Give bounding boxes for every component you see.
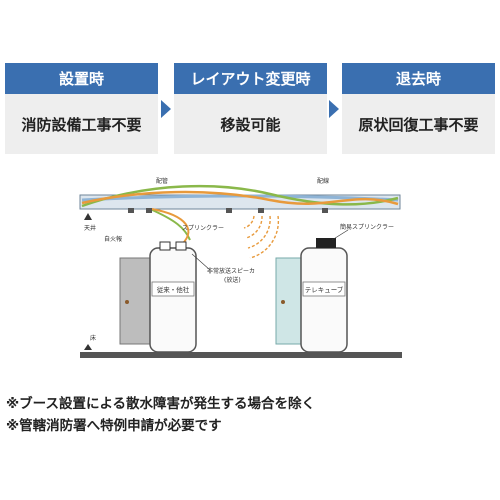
pipe-label: 配管	[156, 177, 168, 185]
step-install-title: 設置時	[5, 63, 158, 94]
simple-sprinkler-label: 簡易スプリンクラー	[340, 223, 394, 231]
step-move-out-body: 原状回復工事不要	[342, 94, 495, 154]
speaker-sound-icon	[243, 215, 280, 259]
installation-diagram: 天井 床 配管 配線 自火報 スプリンクラー 非常放送スピーカ (放送) 簡易ス…	[79, 177, 402, 358]
booth-right-label: テレキューブ	[305, 285, 344, 294]
booth-right-label-box	[302, 281, 346, 297]
step-install: 設置時 消防設備工事不要	[5, 63, 158, 154]
sprinkler-label: スプリンクラー	[182, 225, 224, 232]
speaker-label-sub: (放送)	[224, 276, 241, 284]
ceiling-marker-icon	[84, 213, 92, 220]
step-install-body: 消防設備工事不要	[5, 94, 158, 154]
floor	[80, 352, 402, 358]
arrow-right-icon	[161, 100, 171, 118]
booth-right	[300, 247, 348, 353]
simple-sprinkler-icon	[316, 238, 336, 248]
wire-label: 配線	[317, 177, 329, 185]
fire-detector-icon	[159, 241, 171, 251]
floor-marker-icon	[84, 344, 92, 350]
door-knob-icon	[125, 300, 129, 304]
simple-sprinkler-leader-line	[331, 229, 349, 241]
step-layout-change-body: 移設可能	[174, 94, 327, 154]
booth-left	[149, 247, 197, 353]
arrow-right-icon	[329, 100, 339, 118]
step-layout-change-title: レイアウト変更時	[174, 63, 327, 94]
wire-drop-green	[149, 208, 191, 241]
step-move-out: 退去時 原状回復工事不要	[342, 63, 495, 154]
sprinkler-icon	[128, 208, 328, 213]
speaker-leader-line	[191, 253, 211, 271]
wire-orange	[81, 190, 399, 206]
step-move-out-title: 退去時	[342, 63, 495, 94]
booth-left-label: 従来・他社	[157, 285, 190, 294]
speaker-label: 非常放送スピーカ	[207, 267, 255, 275]
booth-left-door	[119, 257, 153, 345]
note-item: ※管轄消防署へ特例申請が必要です	[6, 418, 222, 434]
fire-detector-label: 自火報	[104, 235, 122, 243]
booth-sprinkler-icon	[175, 241, 187, 251]
notes: ※ブース設置による散水障害が発生する場合を除く ※管轄消防署へ特例申請が必要です	[6, 393, 496, 437]
wire-green	[81, 184, 399, 208]
door-knob-icon	[281, 300, 285, 304]
booth-left-label-box	[151, 281, 195, 297]
floor-label: 床	[90, 334, 96, 342]
ceiling-label: 天井	[84, 224, 96, 232]
note-item: ※ブース設置による散水障害が発生する場合を除く	[6, 396, 316, 412]
step-layout-change: レイアウト変更時 移設可能	[174, 63, 327, 154]
